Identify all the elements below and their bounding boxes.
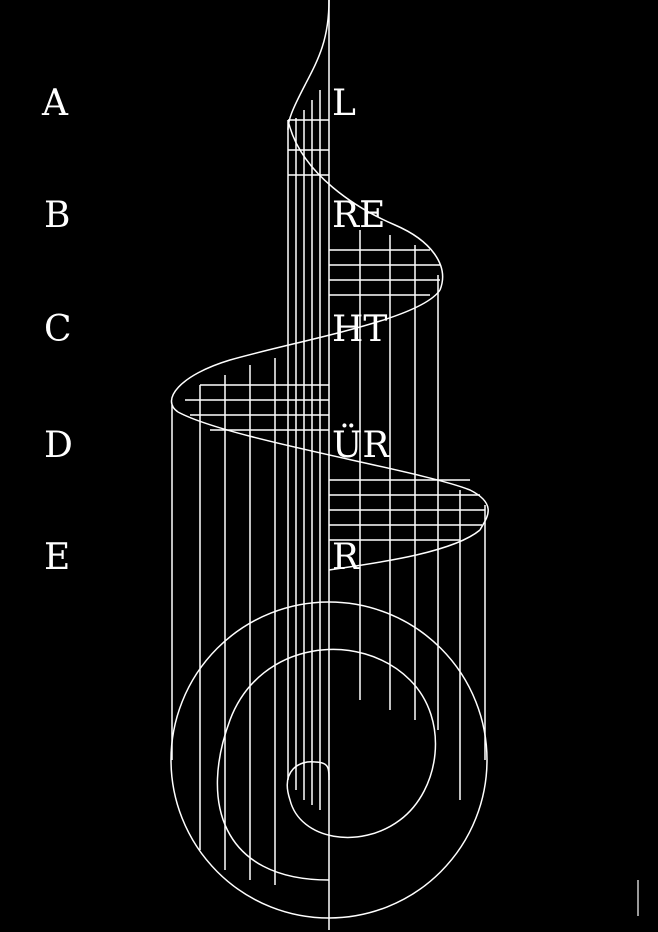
vertical-credit-mark	[635, 880, 641, 920]
left-letter-b: B	[44, 195, 71, 236]
left-letter-d: D	[44, 425, 73, 466]
credit-line	[637, 880, 639, 916]
right-letter-re: RE	[332, 195, 386, 236]
right-letter-ur: ÜR	[332, 425, 390, 466]
left-letter-c: C	[44, 309, 72, 350]
right-letter-l: L	[332, 83, 356, 124]
left-letter-a: A	[42, 83, 68, 124]
right-letter-r: R	[332, 537, 360, 578]
right-letter-ht: HT	[332, 309, 388, 350]
left-letter-e: E	[44, 537, 71, 578]
